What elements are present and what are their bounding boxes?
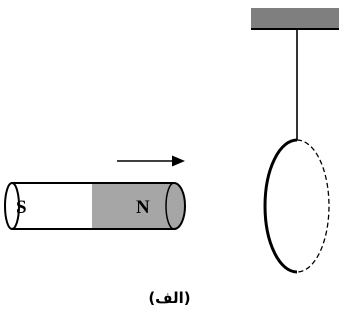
ceiling-support <box>251 8 339 29</box>
ring-front-half <box>263 138 298 274</box>
magnet-right-end-inner <box>165 182 175 230</box>
magnet-north-pole <box>92 183 185 229</box>
ring-back-half <box>296 139 330 273</box>
figure-caption: (الف) <box>148 289 191 307</box>
magnet-left-end <box>4 182 20 230</box>
magnet-north-label: N <box>136 197 150 218</box>
magnet-south-label: S <box>16 197 27 218</box>
motion-arrow <box>117 155 185 167</box>
magnet-body-outline <box>12 182 186 230</box>
bar-magnet: S N <box>4 182 186 230</box>
